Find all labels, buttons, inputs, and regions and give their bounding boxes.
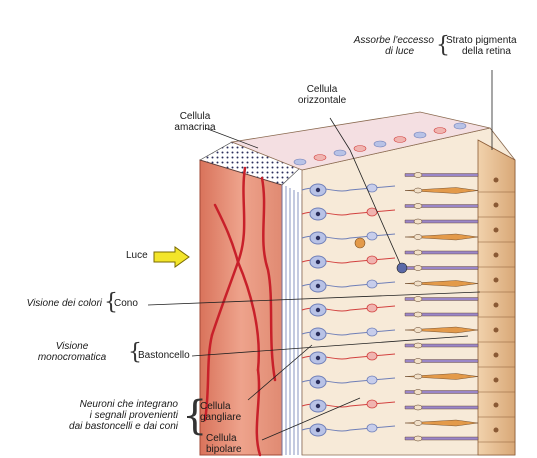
color-vision-label: Visione dei colori bbox=[2, 298, 102, 309]
horizontal-cell-label: Cellula orizzontale bbox=[282, 84, 362, 106]
pigment-epithelium bbox=[478, 140, 515, 455]
nerve-fiber-layer bbox=[282, 185, 302, 455]
rod-label: Bastoncello bbox=[138, 350, 190, 361]
pigment-epithelium-label: Strato pigmenta della retina bbox=[446, 35, 517, 57]
cone-label: Cono bbox=[114, 298, 138, 309]
absorbs-excess-light-label: Assorbe l'eccesso di luce bbox=[330, 35, 434, 57]
monochromatic-vision-label: Visione monocromatica bbox=[22, 341, 122, 363]
amacrine-cell-label: Cellula amacrina bbox=[165, 111, 225, 133]
bipolar-cell-label: Cellula bipolare bbox=[206, 433, 242, 455]
integrating-neurons-label: Neuroni che integrano i segnali provenie… bbox=[40, 399, 178, 432]
ganglion-cell-label: Cellula gangliare bbox=[200, 401, 241, 423]
light-arrow-icon bbox=[153, 246, 191, 268]
light-label: Luce bbox=[126, 250, 148, 261]
